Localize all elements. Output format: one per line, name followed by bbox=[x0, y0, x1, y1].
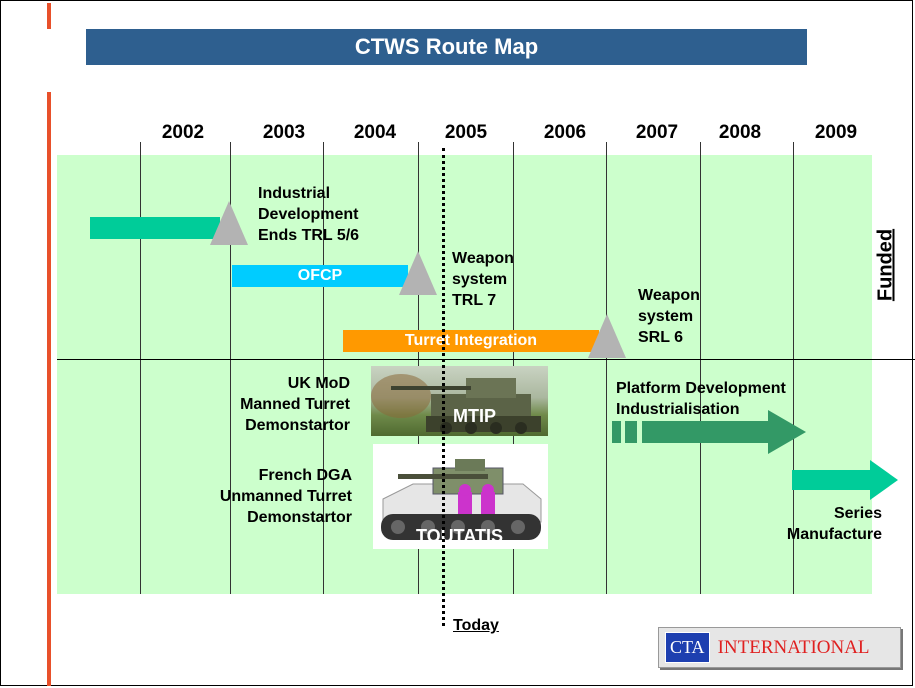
year-label: 2009 bbox=[814, 122, 858, 143]
page-title: CTWS Route Map bbox=[86, 29, 807, 65]
turret-integration-bar: Turret Integration bbox=[343, 330, 599, 352]
ofcp-bar: OFCP bbox=[232, 265, 408, 287]
gridline bbox=[230, 142, 231, 594]
milestone-triangle bbox=[210, 201, 248, 245]
weapon-trl7-label: Weapon system TRL 7 bbox=[452, 250, 514, 309]
gridline bbox=[323, 142, 324, 594]
industrial-milestone-label: Industrial Development Ends TRL 5/6 bbox=[258, 185, 360, 244]
weapon-srl6-label: Weapon system SRL 6 bbox=[638, 287, 700, 346]
year-label: 2004 bbox=[353, 122, 397, 143]
cta-logo: CTA INTERNATIONAL bbox=[658, 627, 901, 668]
gridline bbox=[793, 142, 794, 594]
platform-development-label: Platform Development Industrialisation bbox=[616, 380, 786, 418]
funded-divider bbox=[57, 359, 915, 360]
milestone-triangle bbox=[399, 251, 437, 295]
cta-logo-mark: CTA bbox=[665, 632, 710, 663]
uk-mod-label: UK MoD Manned Turret Demonstartor bbox=[240, 375, 350, 434]
milestone-triangle bbox=[588, 314, 626, 358]
year-label: 2005 bbox=[444, 122, 488, 143]
gridline bbox=[606, 142, 607, 594]
mtip-label: MTIP bbox=[453, 406, 496, 426]
toutatis-tank-image: TOUTATIS bbox=[373, 444, 548, 549]
gridline bbox=[140, 142, 141, 594]
accent-line bbox=[47, 92, 51, 686]
today-line bbox=[442, 148, 445, 626]
year-label: 2002 bbox=[161, 122, 205, 143]
accent-line-top bbox=[47, 3, 51, 29]
series-manufacture-label: Series Manufacture bbox=[786, 505, 882, 543]
funded-label-box: Funded bbox=[866, 222, 906, 308]
french-dga-label: French DGA Unmanned Turret Demonstartor bbox=[219, 467, 352, 526]
year-label: 2008 bbox=[718, 122, 762, 143]
platform-arrow bbox=[612, 410, 806, 454]
gridline bbox=[700, 142, 701, 594]
cta-logo-text: INTERNATIONAL bbox=[717, 636, 870, 658]
today-label: Today bbox=[453, 617, 499, 634]
development-bar bbox=[90, 217, 220, 239]
toutatis-label: TOUTATIS bbox=[416, 526, 503, 546]
year-label: 2006 bbox=[543, 122, 587, 143]
year-label: 2007 bbox=[635, 122, 679, 143]
year-label: 2003 bbox=[262, 122, 306, 143]
mtip-tank-image: MTIP bbox=[371, 366, 548, 436]
series-arrow bbox=[792, 460, 898, 500]
funded-label: Funded bbox=[874, 228, 897, 302]
